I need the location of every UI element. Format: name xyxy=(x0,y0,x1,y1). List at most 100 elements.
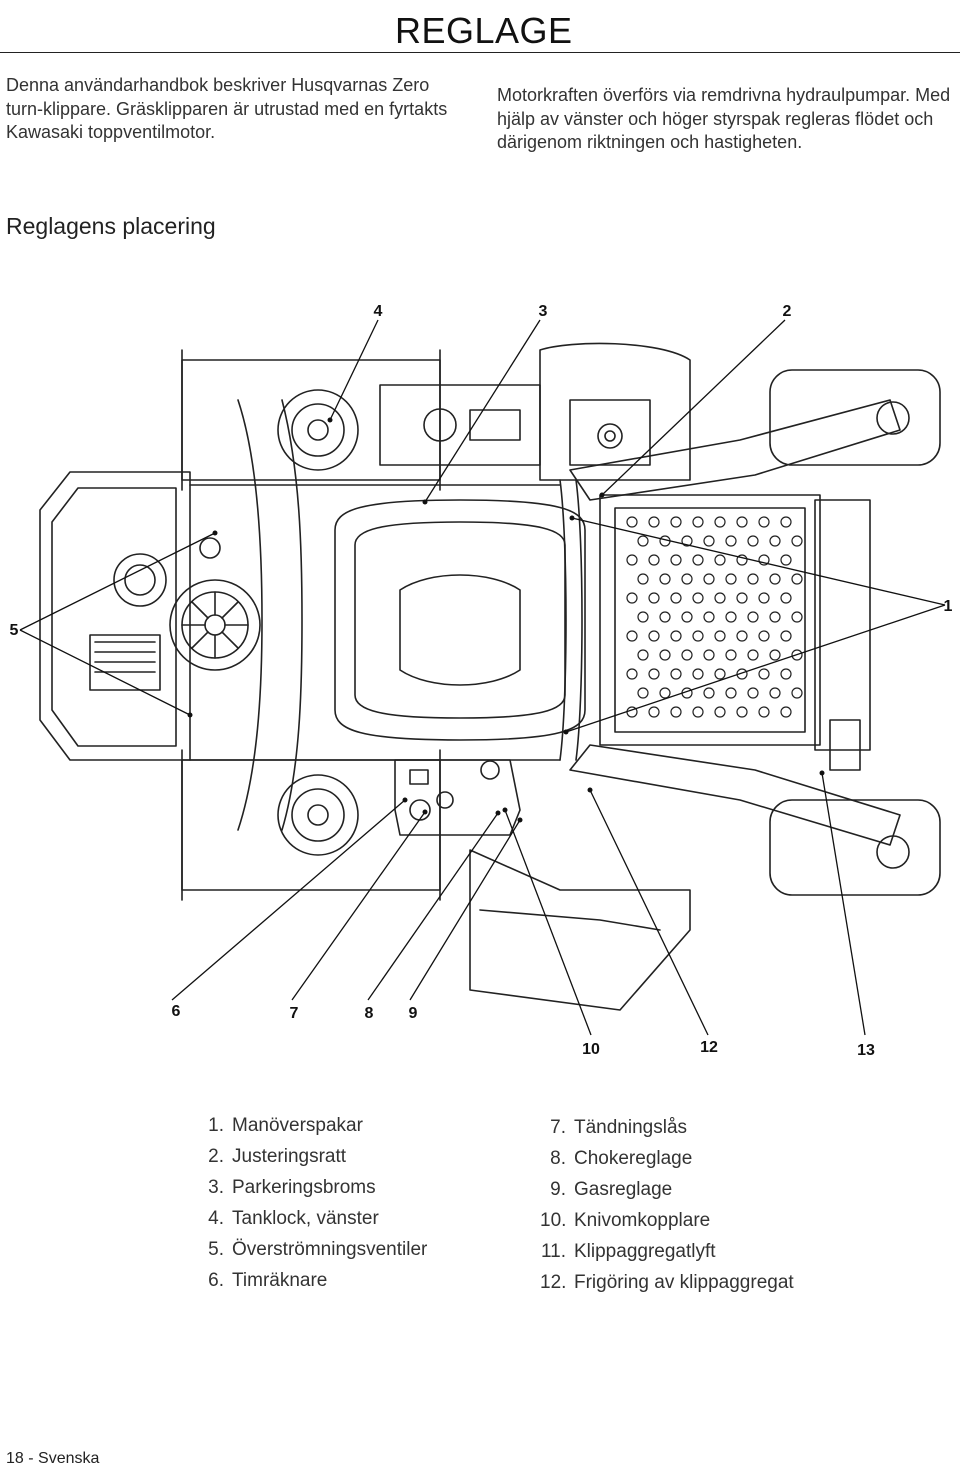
mower-controls-diagram: 4 3 2 1 5 6 7 8 9 10 12 13 xyxy=(10,303,953,1059)
deck-hole xyxy=(769,611,781,623)
deck-hole xyxy=(780,554,792,566)
section-title: Reglagens placering xyxy=(6,213,216,239)
legend-list-left: 1.Manöverspakar 2.Justeringsratt 3.Parke… xyxy=(190,1110,427,1296)
deck-hole xyxy=(714,516,726,528)
deck-hole xyxy=(692,516,704,528)
legend-item: 2.Justeringsratt xyxy=(208,1146,347,1167)
deck-hole xyxy=(714,630,726,642)
deck-hole xyxy=(681,611,693,623)
deck-hole xyxy=(736,516,748,528)
deck-hole xyxy=(747,611,759,623)
deck-hole xyxy=(626,592,638,604)
deck-hole xyxy=(725,687,737,699)
leader-dot xyxy=(599,492,605,498)
deck-hole xyxy=(769,573,781,585)
legend-item: 6.Timräknare xyxy=(208,1270,328,1291)
deck-hole xyxy=(791,611,803,623)
deck-hole xyxy=(637,687,649,699)
leader-lines xyxy=(19,319,946,1036)
intro-paragraph-left: Denna användarhandbok beskriver Husqvarn… xyxy=(6,75,448,142)
leader-dots xyxy=(187,417,825,823)
legend-item: 5.Överströmningsventiler xyxy=(208,1239,428,1260)
deck-hole xyxy=(637,573,649,585)
deck-hole xyxy=(703,611,715,623)
header-rule xyxy=(0,52,960,53)
deck-hole xyxy=(714,668,726,680)
legend-item: 11.Klippaggregatlyft xyxy=(540,1241,716,1262)
deck-hole xyxy=(648,630,660,642)
deck-hole xyxy=(791,687,803,699)
deck-hole xyxy=(714,554,726,566)
callout-1: 1 xyxy=(944,598,953,615)
leader-dot xyxy=(212,530,218,536)
deck-hole xyxy=(648,706,660,718)
leader-dot xyxy=(819,770,825,776)
deck-hole xyxy=(758,706,770,718)
callout-12: 12 xyxy=(700,1039,718,1056)
leader-dot xyxy=(502,807,508,813)
deck-hole xyxy=(791,649,803,661)
deck-hole xyxy=(780,516,792,528)
legend-item: 10.Knivomkopplare xyxy=(540,1210,711,1231)
deck-hole xyxy=(626,516,638,528)
intro-paragraph-right: Motorkraften överförs via remdrivna hydr… xyxy=(497,85,951,152)
leader-dot xyxy=(422,809,428,815)
deck-hole xyxy=(670,592,682,604)
deck-holes xyxy=(626,516,803,718)
deck-hole xyxy=(692,706,704,718)
deck-hole xyxy=(692,630,704,642)
deck-hole xyxy=(736,668,748,680)
page-title: REGLAGE xyxy=(395,10,573,51)
deck-hole xyxy=(692,668,704,680)
deck-hole xyxy=(714,592,726,604)
deck-hole xyxy=(780,630,792,642)
deck-hole xyxy=(736,706,748,718)
callout-9: 9 xyxy=(409,1005,418,1022)
deck-hole xyxy=(714,706,726,718)
legend-list-right: 7.Tändningslås 8.Chokereglage 9.Gasregla… xyxy=(540,1112,794,1298)
legend-item: 12.Frigöring av klippaggregat xyxy=(540,1272,794,1293)
deck-hole xyxy=(670,516,682,528)
deck-hole xyxy=(659,573,671,585)
deck-hole xyxy=(725,611,737,623)
deck-hole xyxy=(736,554,748,566)
deck-hole xyxy=(703,535,715,547)
deck-hole xyxy=(659,649,671,661)
callout-3: 3 xyxy=(539,303,548,320)
deck-hole xyxy=(681,535,693,547)
leader-dot xyxy=(187,712,193,718)
deck-hole xyxy=(648,554,660,566)
deck-hole xyxy=(692,592,704,604)
deck-hole xyxy=(725,573,737,585)
callout-6: 6 xyxy=(172,1003,181,1020)
leader-dot xyxy=(422,499,428,505)
deck-hole xyxy=(637,649,649,661)
deck-hole xyxy=(626,554,638,566)
deck-hole xyxy=(769,535,781,547)
page-footer: 18 - Svenska xyxy=(6,1450,100,1467)
legend-item: 7.Tändningslås xyxy=(550,1117,688,1138)
mower-line-drawing xyxy=(39,342,941,1011)
legend-item: 4.Tanklock, vänster xyxy=(208,1208,379,1229)
deck-hole xyxy=(703,687,715,699)
deck-hole xyxy=(747,573,759,585)
deck-hole xyxy=(659,687,671,699)
deck-hole xyxy=(791,573,803,585)
callout-5: 5 xyxy=(10,622,19,639)
deck-hole xyxy=(681,573,693,585)
legend-item: 8.Chokereglage xyxy=(550,1148,693,1169)
deck-hole xyxy=(703,649,715,661)
deck-hole xyxy=(670,630,682,642)
deck-hole xyxy=(791,535,803,547)
deck-hole xyxy=(648,592,660,604)
deck-hole xyxy=(780,592,792,604)
deck-hole xyxy=(670,668,682,680)
deck-hole xyxy=(626,630,638,642)
callout-10: 10 xyxy=(582,1041,600,1058)
deck-hole xyxy=(648,668,660,680)
deck-hole xyxy=(626,668,638,680)
legend-item: 1.Manöverspakar xyxy=(208,1115,363,1136)
legend-item: 3.Parkeringsbroms xyxy=(208,1177,376,1198)
callout-13: 13 xyxy=(857,1042,875,1059)
deck-hole xyxy=(736,592,748,604)
